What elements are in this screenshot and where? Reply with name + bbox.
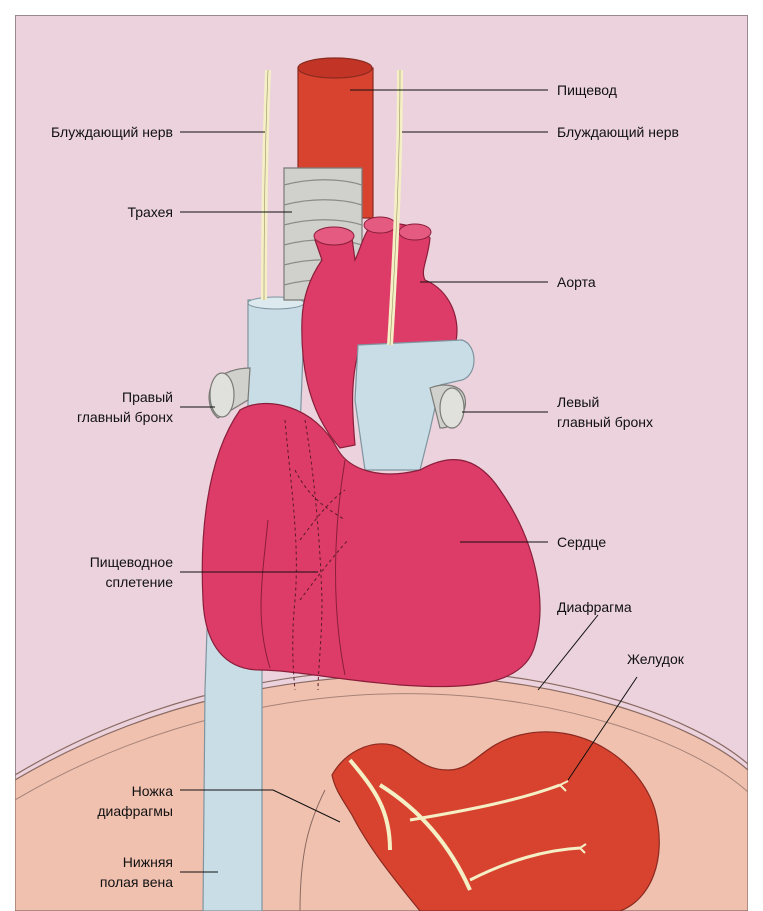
label-diaphragm-crus-line2: диафрагмы [97, 801, 173, 821]
label-diaphragm-crus-line1: Ножка [97, 781, 173, 801]
label-aorta: Аорта [557, 272, 596, 292]
label-right-bronchus-line2: главный бронх [77, 407, 173, 427]
right-bronchus-ring [210, 373, 234, 417]
label-diaphragm: Диафрагма [557, 597, 632, 617]
label-right-bronchus: Правый главный бронх [77, 387, 173, 427]
label-diaphragm-crus: Ножка диафрагмы [97, 781, 173, 821]
label-right-bronchus-line1: Правый [77, 387, 173, 407]
label-inferior-vena-cava: Нижняя полая вена [100, 852, 173, 892]
label-left-bronchus-line1: Левый [557, 392, 653, 412]
label-esophageal-plexus-line1: Пищеводное [90, 552, 173, 572]
label-esophageal-plexus-line2: сплетение [90, 572, 173, 592]
label-inferior-vena-cava-line1: Нижняя [100, 852, 173, 872]
left-bronchus-ring [440, 388, 464, 428]
aorta-branch-2 [364, 217, 396, 233]
label-vagus-nerve-left: Блуждающий нерв [51, 122, 173, 142]
label-heart: Сердце [557, 532, 606, 552]
aorta-branch-1 [314, 227, 354, 245]
label-inferior-vena-cava-line2: полая вена [100, 872, 173, 892]
aorta-branch-3 [399, 224, 431, 240]
label-left-bronchus-line2: главный бронх [557, 412, 653, 432]
label-esophagus: Пищевод [557, 80, 617, 100]
label-left-bronchus: Левый главный бронх [557, 392, 653, 432]
label-stomach: Желудок [627, 649, 684, 669]
label-esophageal-plexus: Пищеводное сплетение [90, 552, 173, 592]
label-trachea: Трахея [127, 202, 173, 222]
label-vagus-nerve-right: Блуждающий нерв [557, 122, 679, 142]
esophagus-top [298, 58, 372, 78]
